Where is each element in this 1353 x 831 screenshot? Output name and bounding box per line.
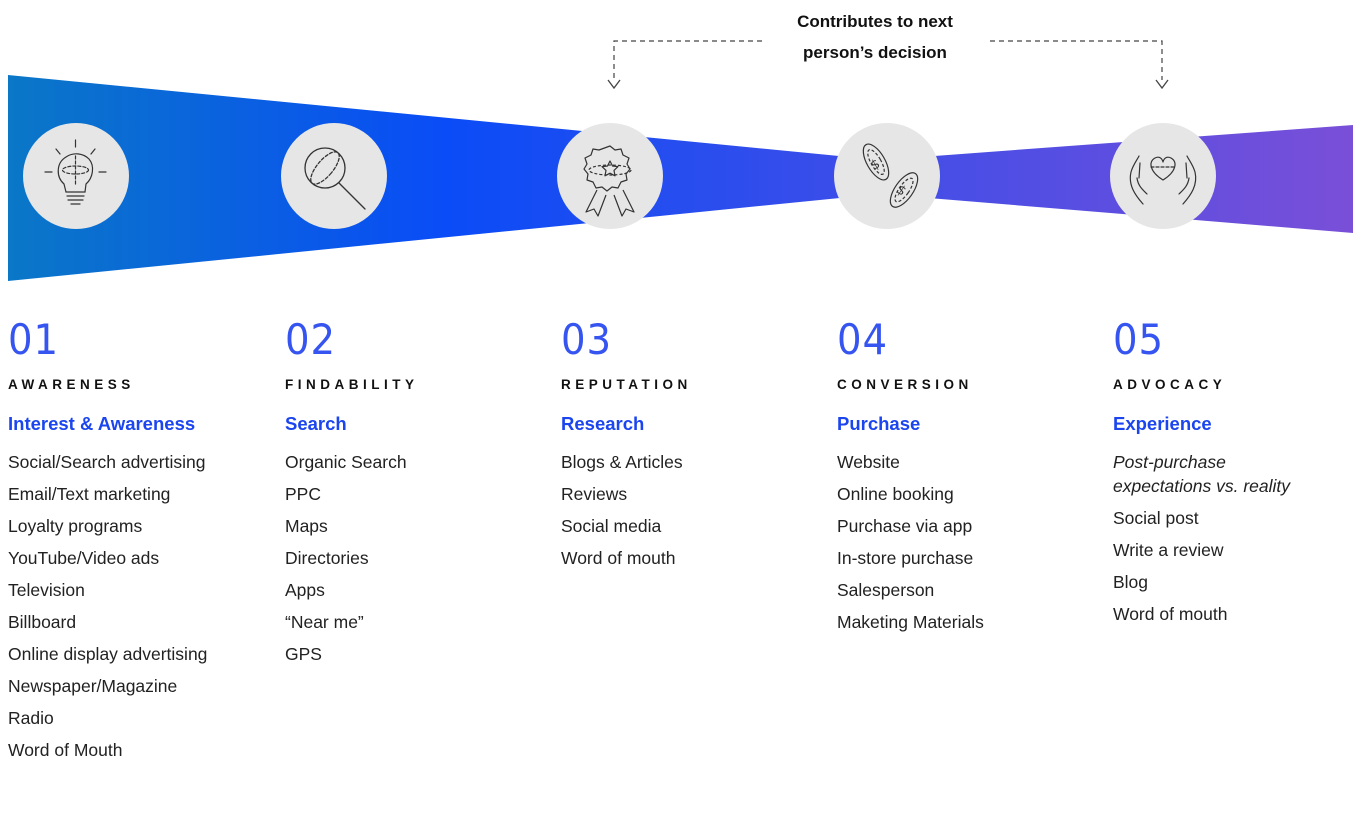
list-item: Apps	[285, 580, 325, 600]
list-item: Online display advertising	[8, 644, 208, 664]
magnifier-icon	[304, 147, 366, 210]
list-item: Loyalty programs	[8, 516, 143, 536]
callout-line-1: Contributes to next	[797, 12, 953, 31]
list-item: Blogs & Articles	[561, 452, 683, 472]
list-item: Website	[837, 452, 900, 472]
award-ribbon-icon	[583, 145, 635, 217]
list-item: GPS	[285, 644, 322, 664]
funnel-diagram: $ $	[8, 40, 1353, 281]
stage-subtitle: Interest & Awareness	[8, 413, 196, 434]
list-item: Email/Text marketing	[8, 484, 171, 504]
stage-name: REPUTATION	[561, 377, 692, 392]
list-item: Social/Search advertising	[8, 452, 206, 472]
stage-number: 04	[837, 315, 889, 364]
stage-number: 01	[8, 315, 60, 364]
list-item: Maketing Materials	[837, 612, 984, 632]
stage-circle-3	[557, 123, 663, 229]
stage-subtitle: Research	[561, 413, 645, 434]
callout-bracket	[613, 40, 1163, 80]
hands-heart-icon	[1129, 155, 1197, 205]
list-item: Post-purchase expectations vs. reality	[1113, 452, 1291, 496]
list-item: YouTube/Video ads	[8, 548, 160, 568]
list-item: Organic Search	[285, 452, 407, 472]
list-item: “Near me”	[285, 612, 364, 632]
callout-arrow-left-icon	[607, 79, 621, 90]
list-item: PPC	[285, 484, 321, 504]
list-item: Social media	[561, 516, 662, 536]
stage-circle-5	[1110, 123, 1216, 229]
stage-subtitle: Experience	[1113, 413, 1212, 434]
list-item: Maps	[285, 516, 328, 536]
stage-circle-4	[834, 123, 940, 229]
list-item: Radio	[8, 708, 54, 728]
list-item: Purchase via app	[837, 516, 973, 536]
callout-label: Contributes to next person’s decision	[760, 6, 990, 68]
list-item: Directories	[285, 548, 369, 568]
list-item: Write a review	[1113, 540, 1224, 560]
list-item: Social post	[1113, 508, 1199, 528]
stage-name: ADVOCACY	[1113, 377, 1227, 392]
list-item: Word of mouth	[561, 548, 676, 568]
list-item: Word of Mouth	[8, 740, 123, 760]
list-item: Blog	[1113, 572, 1149, 592]
stage-subtitle: Purchase	[837, 413, 921, 434]
list-item: Online booking	[837, 484, 954, 504]
list-item: Word of mouth	[1113, 604, 1228, 624]
list-item: Salesperson	[837, 580, 935, 600]
list-item: Television	[8, 580, 85, 600]
stage-number: 03	[561, 315, 613, 364]
stage-name: AWARENESS	[8, 377, 135, 392]
stage-name: CONVERSION	[837, 377, 973, 392]
list-item: In-store purchase	[837, 548, 974, 568]
list-item: Reviews	[561, 484, 628, 504]
callout-line-2: person’s decision	[803, 43, 947, 62]
lightbulb-icon	[44, 139, 107, 205]
list-item: Newspaper/Magazine	[8, 676, 178, 696]
stage-number: 02	[285, 315, 337, 364]
stage-circle-2	[281, 123, 387, 229]
stage-subtitle: Search	[285, 413, 347, 434]
stage-name: FINDABILITY	[285, 377, 419, 392]
list-item: Billboard	[8, 612, 77, 632]
stage-number: 05	[1113, 315, 1165, 364]
callout-arrow-right-icon	[1155, 79, 1169, 90]
